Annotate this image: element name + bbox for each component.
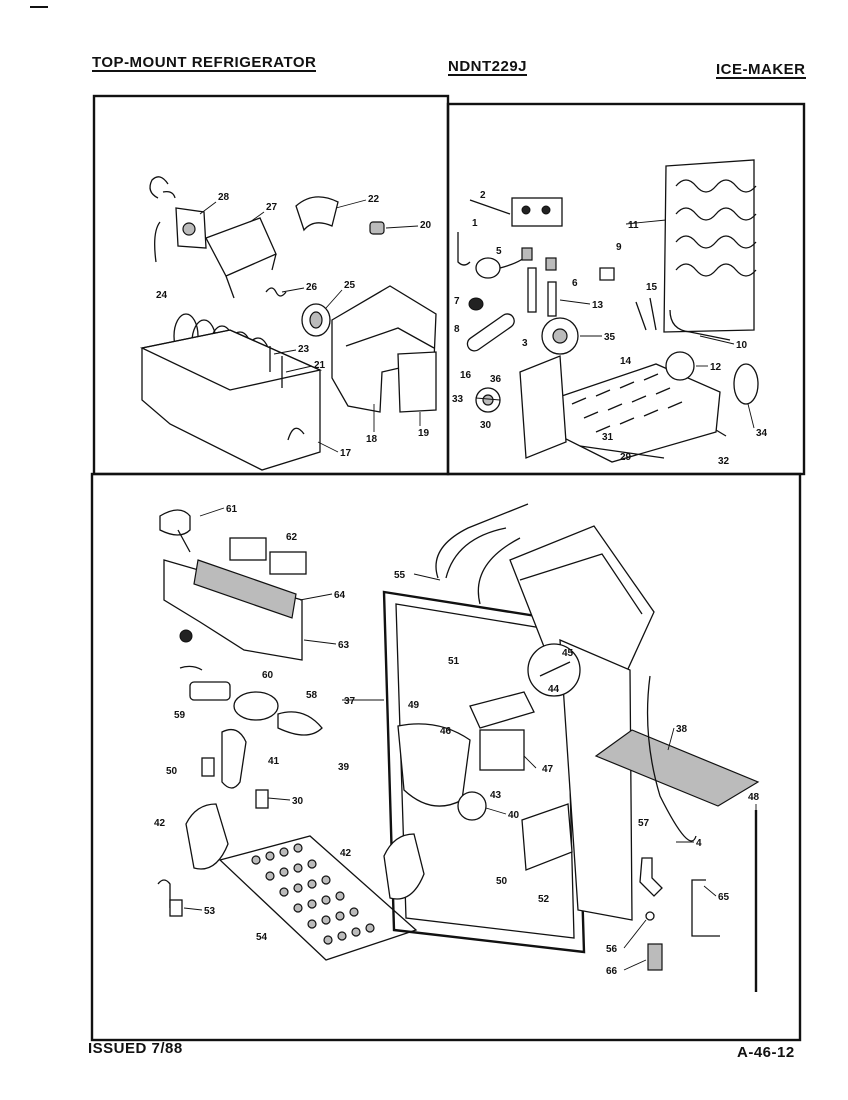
svg-text:2: 2 <box>480 190 486 201</box>
footer-issued-date: ISSUED 7/88 <box>88 1040 183 1057</box>
svg-text:16: 16 <box>460 370 472 381</box>
leader-lines <box>183 199 757 971</box>
svg-text:7: 7 <box>454 296 460 307</box>
header-section-title: ICE-MAKER <box>716 61 806 79</box>
svg-text:51: 51 <box>448 656 460 667</box>
callout-labels-top-right: 2 1 5 7 6 9 11 13 15 8 3 35 14 10 16 36 … <box>452 190 768 467</box>
svg-text:50: 50 <box>496 876 508 887</box>
svg-text:30: 30 <box>292 796 304 807</box>
svg-text:66: 66 <box>606 966 618 977</box>
svg-text:40: 40 <box>508 810 520 821</box>
part-group-dispenser <box>157 503 760 992</box>
corner-mark <box>30 6 48 8</box>
svg-text:55: 55 <box>394 570 406 581</box>
svg-text:32: 32 <box>718 456 730 467</box>
svg-text:26: 26 <box>306 282 318 293</box>
svg-text:30: 30 <box>480 420 492 431</box>
svg-text:63: 63 <box>338 640 350 651</box>
svg-text:24: 24 <box>156 290 168 301</box>
svg-text:23: 23 <box>298 344 310 355</box>
svg-text:11: 11 <box>628 220 639 231</box>
svg-text:5: 5 <box>496 246 502 257</box>
callout-labels-bottom: 61 62 64 63 55 45 44 51 60 58 59 37 49 4… <box>154 504 760 977</box>
svg-text:65: 65 <box>718 892 730 903</box>
svg-text:42: 42 <box>340 848 352 859</box>
svg-text:50: 50 <box>166 766 178 777</box>
svg-text:28: 28 <box>218 192 230 203</box>
svg-text:46: 46 <box>440 726 452 737</box>
svg-text:44: 44 <box>548 684 560 695</box>
svg-text:14: 14 <box>620 356 632 367</box>
part-group-ice-maker <box>457 159 759 463</box>
svg-text:8: 8 <box>454 324 460 335</box>
svg-text:62: 62 <box>286 532 298 543</box>
svg-text:56: 56 <box>606 944 618 955</box>
svg-text:37: 37 <box>344 696 356 707</box>
svg-text:18: 18 <box>366 434 378 445</box>
svg-text:61: 61 <box>226 504 238 515</box>
svg-text:48: 48 <box>748 792 760 803</box>
svg-text:15: 15 <box>646 282 658 293</box>
svg-text:4: 4 <box>696 838 702 849</box>
svg-text:47: 47 <box>542 764 554 775</box>
svg-text:9: 9 <box>616 242 622 253</box>
svg-text:58: 58 <box>306 690 318 701</box>
svg-text:52: 52 <box>538 894 550 905</box>
svg-text:59: 59 <box>174 710 186 721</box>
svg-text:57: 57 <box>638 818 650 829</box>
svg-text:64: 64 <box>334 590 346 601</box>
svg-text:21: 21 <box>314 360 326 371</box>
svg-text:6: 6 <box>572 278 578 289</box>
part-group-water-valve <box>139 176 437 471</box>
svg-text:60: 60 <box>262 670 274 681</box>
svg-text:19: 19 <box>418 428 430 439</box>
svg-text:3: 3 <box>522 338 528 349</box>
svg-text:53: 53 <box>204 906 216 917</box>
svg-text:27: 27 <box>266 202 278 213</box>
svg-text:17: 17 <box>340 448 352 459</box>
svg-text:35: 35 <box>604 332 616 343</box>
panel-frame-bottom <box>90 472 802 1042</box>
svg-text:36: 36 <box>490 374 502 385</box>
svg-text:38: 38 <box>676 724 688 735</box>
svg-text:39: 39 <box>338 762 350 773</box>
svg-text:22: 22 <box>368 194 380 205</box>
svg-text:49: 49 <box>408 700 420 711</box>
svg-text:45: 45 <box>562 648 574 659</box>
svg-text:43: 43 <box>490 790 502 801</box>
footer-page-number: A-46-12 <box>737 1044 795 1061</box>
callout-labels-top-left: 28 27 22 20 24 26 25 23 21 17 18 19 <box>156 192 432 459</box>
svg-text:33: 33 <box>452 394 464 405</box>
svg-text:29: 29 <box>620 452 632 463</box>
svg-text:20: 20 <box>420 220 432 231</box>
svg-text:1: 1 <box>472 218 478 229</box>
header-model-number: NDNT229J <box>448 58 528 76</box>
svg-text:13: 13 <box>592 300 604 311</box>
svg-text:54: 54 <box>256 932 268 943</box>
svg-text:41: 41 <box>268 756 280 767</box>
svg-text:31: 31 <box>602 432 614 443</box>
svg-text:34: 34 <box>756 428 768 439</box>
svg-text:42: 42 <box>154 818 166 829</box>
svg-text:12: 12 <box>710 362 722 373</box>
svg-text:25: 25 <box>344 280 356 291</box>
svg-text:10: 10 <box>736 340 748 351</box>
header-product-type: TOP-MOUNT REFRIGERATOR <box>92 54 317 72</box>
